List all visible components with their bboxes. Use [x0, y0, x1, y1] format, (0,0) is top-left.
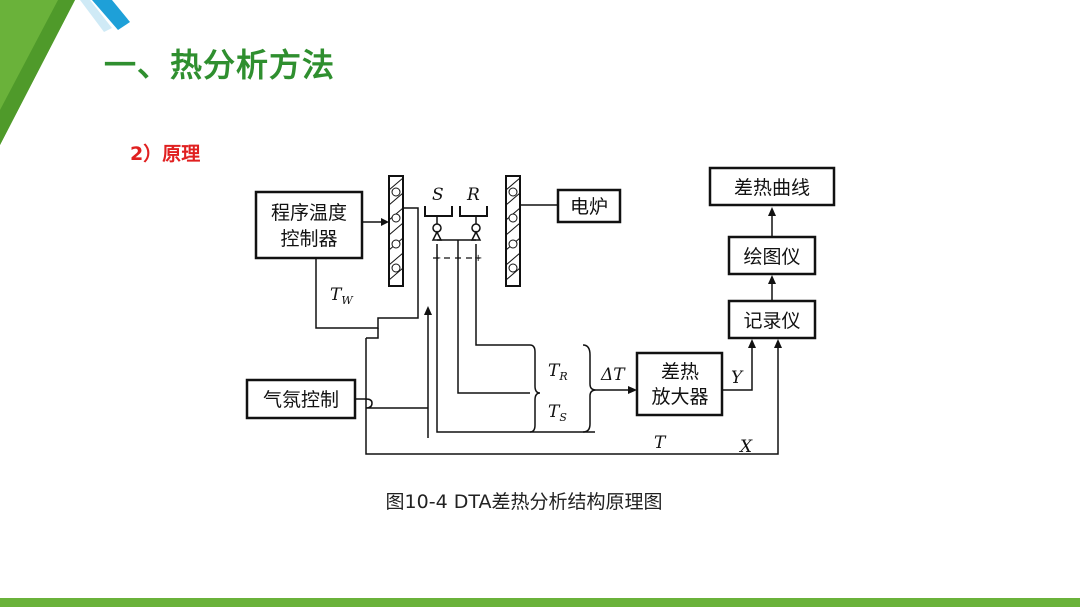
svg-text:+: + [474, 253, 482, 264]
atmosphere-control-box [245, 378, 357, 420]
diagram-caption: 图10-4 DTA差热分析结构原理图 [386, 491, 663, 513]
bottom-bar [0, 598, 1080, 607]
delta-t-label: ΔT [600, 365, 626, 385]
reference-crucible [459, 206, 488, 217]
x-label: X [738, 437, 753, 457]
furnace-box [556, 188, 622, 224]
slide-title: 一、热分析方法 [104, 46, 336, 84]
furnace-label: 电炉 [570, 196, 608, 218]
diff-amplifier-box [635, 351, 724, 417]
sample-crucible [424, 206, 453, 217]
program-controller-box [254, 190, 364, 260]
program-controller-label-2: 控制器 [280, 228, 337, 250]
plotter-box [727, 235, 817, 276]
diff-amplifier-label-2: 放大器 [651, 386, 708, 408]
dta-curve-label: 差热曲线 [734, 177, 810, 199]
t-label: T [654, 433, 667, 453]
furnace-wall-right [505, 175, 521, 287]
sample-label: S [432, 185, 444, 205]
section-label: 2）原理 [130, 143, 201, 165]
plotter-label: 绘图仪 [743, 246, 800, 268]
ts-label: TS [548, 402, 567, 424]
atmosphere-control-label: 气氛控制 [263, 389, 339, 411]
program-controller-label-1: 程序温度 [271, 202, 347, 224]
tr-label: TR [548, 361, 568, 383]
tw-label: TW [330, 285, 354, 307]
diff-amplifier-label-1: 差热 [661, 361, 699, 383]
corner-decoration [0, 0, 130, 145]
dta-curve-box [708, 166, 836, 207]
furnace-wall-left [388, 175, 404, 287]
reference-label: R [466, 185, 480, 205]
y-label: Y [731, 368, 744, 388]
recorder-label: 记录仪 [743, 310, 800, 332]
